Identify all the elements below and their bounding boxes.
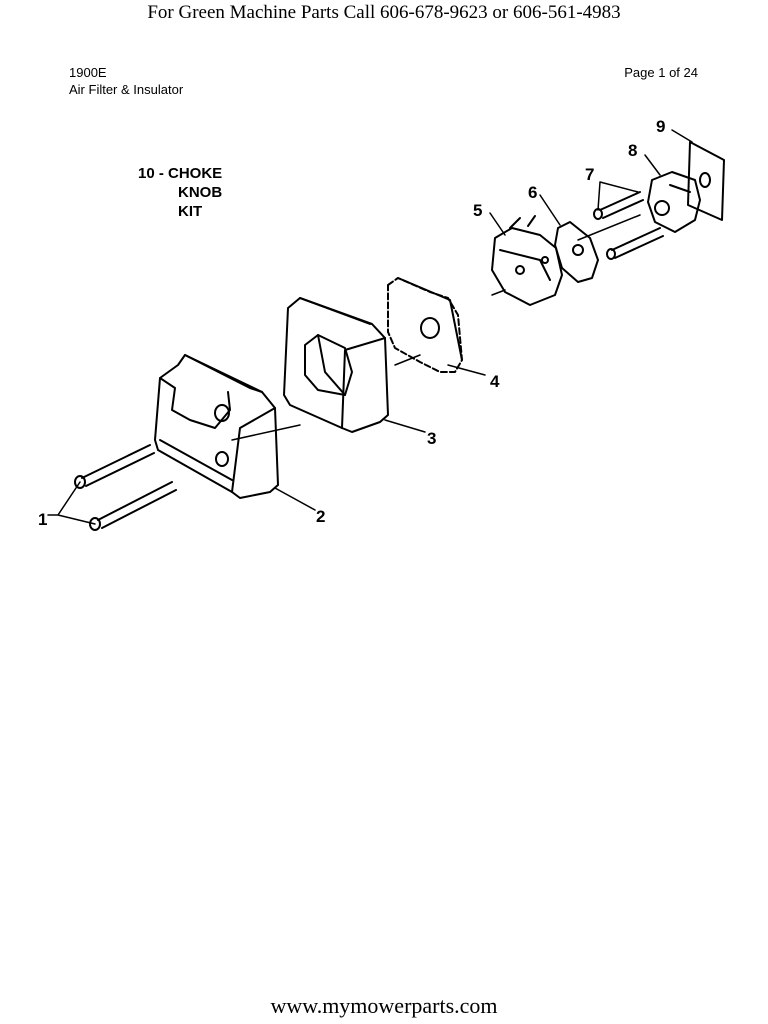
insulator-block-part <box>283 297 389 433</box>
long-bolts-part <box>74 444 177 531</box>
kit-label-line-1: 10 - CHOKE <box>138 165 222 182</box>
page-number: Page 1 of 24 <box>624 65 698 80</box>
leader-line-2 <box>274 487 316 511</box>
leader-line-5 <box>489 212 506 236</box>
leader-line-6 <box>539 194 561 226</box>
mounting-plate-part <box>687 141 725 221</box>
callout-3: 3 <box>427 429 436 448</box>
callout-8: 8 <box>628 141 637 160</box>
assembly-axis-line <box>231 214 641 441</box>
callout-1: 1 <box>38 510 47 529</box>
callout-4: 4 <box>490 372 500 391</box>
callout-2: 2 <box>316 507 325 526</box>
kit-label-line-2: KNOB <box>178 184 222 201</box>
kit-label-line-3: KIT <box>178 203 202 220</box>
phone-banner: For Green Machine Parts Call 606-678-962… <box>147 2 621 23</box>
knob-housing-part <box>647 171 701 233</box>
leader-line-8 <box>644 154 661 176</box>
callout-5: 5 <box>473 201 482 220</box>
exploded-parts-diagram: 10 - CHOKE KNOB KIT 1 2 3 4 5 6 7 8 9 <box>38 117 725 531</box>
leader-line-9 <box>671 129 693 143</box>
footer-url: www.mymowerparts.com <box>270 993 498 1018</box>
leader-line-4 <box>447 364 486 376</box>
leader-line-1 <box>47 481 96 525</box>
section-title: Air Filter & Insulator <box>69 82 184 97</box>
choke-body-part <box>491 215 563 306</box>
callout-6: 6 <box>528 183 537 202</box>
model-number: 1900E <box>69 65 107 80</box>
gasket-plate-part <box>387 277 463 373</box>
leader-line-7 <box>597 181 639 211</box>
model-block: 1900E Air Filter & Insulator <box>69 64 183 98</box>
air-filter-housing-part <box>154 354 279 499</box>
bolt-pair-part <box>593 191 664 260</box>
leader-line-3 <box>384 419 426 433</box>
choke-plate-part <box>554 221 599 283</box>
callout-9: 9 <box>656 117 665 136</box>
callout-7: 7 <box>585 165 594 184</box>
